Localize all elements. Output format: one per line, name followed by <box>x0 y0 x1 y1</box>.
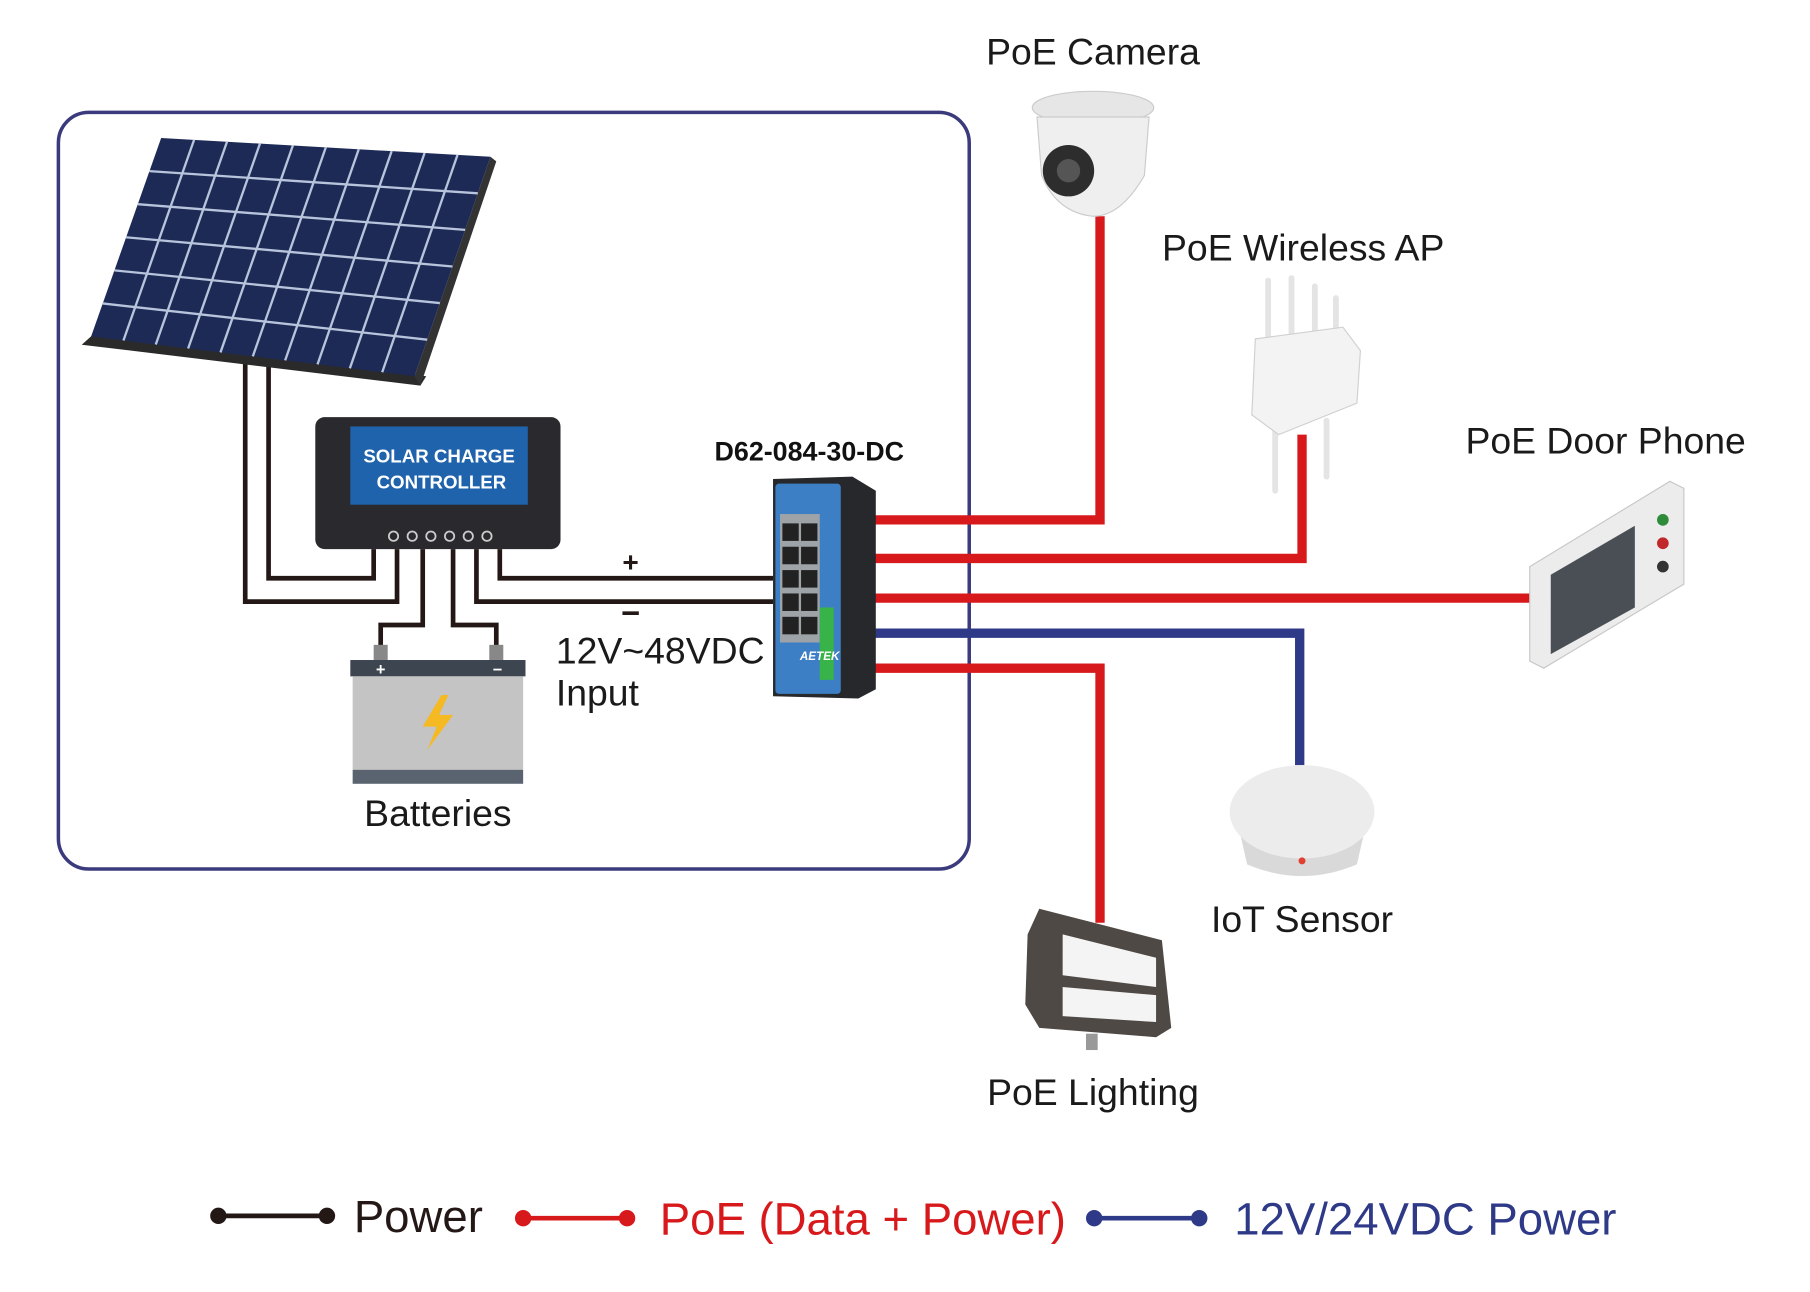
input-voltage-label: 12V~48VDC <box>556 630 765 672</box>
legend-item-dc: 12V/24VDC Power <box>1086 1194 1616 1245</box>
poe-door-phone <box>1529 480 1685 669</box>
lighting-label: PoE Lighting <box>987 1071 1199 1113</box>
door-phone-label: PoE Door Phone <box>1465 419 1745 461</box>
batteries-label: Batteries <box>364 792 511 834</box>
controller-title-line2: CONTROLLER <box>377 471 507 492</box>
legend: Power PoE (Data + Power) 12V/24VDC Power <box>210 1191 1616 1245</box>
camera-label: PoE Camera <box>986 30 1200 72</box>
link-camera <box>873 216 1105 525</box>
poe-lighting <box>1025 908 1172 1051</box>
battery: + − <box>350 644 526 784</box>
poe-camera <box>1031 90 1155 217</box>
legend-label: Power <box>354 1191 483 1242</box>
lightning-icon <box>422 695 454 750</box>
svg-text:+: + <box>376 661 386 679</box>
controller-title-line1: SOLAR CHARGE <box>363 446 514 467</box>
link-ap <box>873 434 1307 564</box>
minus-label: − <box>621 594 640 631</box>
power-wires <box>242 362 774 655</box>
ap-label: PoE Wireless AP <box>1162 227 1444 269</box>
solar-charge-controller: SOLAR CHARGE CONTROLLER <box>315 417 561 550</box>
solar-panel <box>81 138 497 386</box>
switch-model-label: D62-084-30-DC <box>715 436 904 466</box>
legend-label: PoE (Data + Power) <box>660 1194 1066 1245</box>
link-iot <box>873 628 1305 766</box>
poe-wireless-ap <box>1251 275 1362 494</box>
iot-sensor <box>1229 765 1375 877</box>
solar-system-frame <box>56 110 971 871</box>
poe-switch: AETEK <box>773 476 876 699</box>
switch-brand: AETEK <box>799 650 841 663</box>
legend-item-poe: PoE (Data + Power) <box>514 1194 1066 1245</box>
plus-label: + <box>622 546 638 577</box>
legend-item-power: Power <box>210 1191 483 1242</box>
iot-label: IoT Sensor <box>1211 898 1393 940</box>
link-lighting <box>861 663 1105 923</box>
device-links <box>861 216 1533 923</box>
legend-label: 12V/24VDC Power <box>1234 1194 1616 1245</box>
input-label: Input <box>556 672 640 714</box>
svg-text:−: − <box>493 661 503 679</box>
